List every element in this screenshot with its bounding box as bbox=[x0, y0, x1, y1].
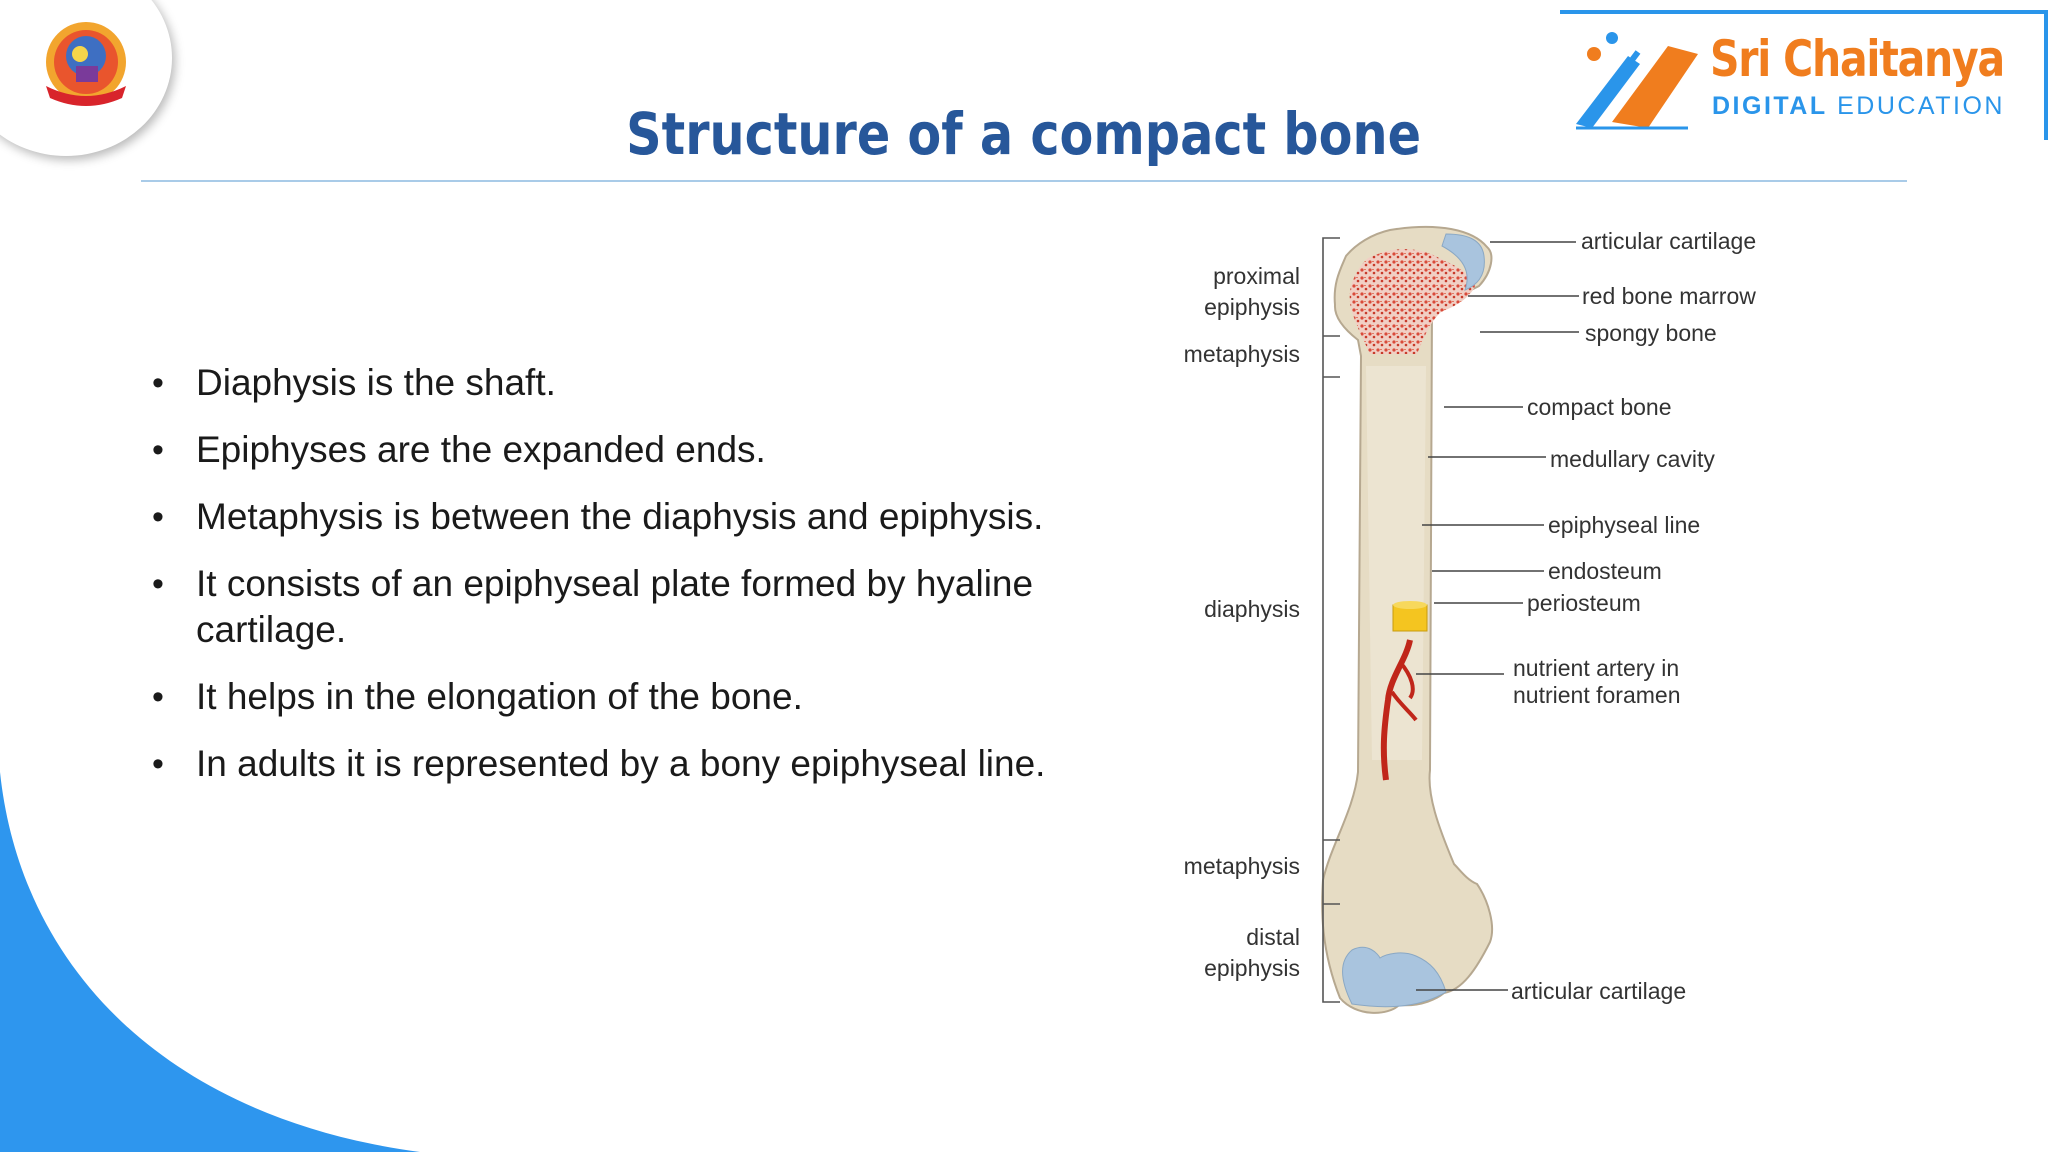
brand-name: Sri Chaitanya bbox=[1710, 30, 2005, 88]
bullet-item: Epiphyses are the expanded ends. bbox=[152, 427, 1052, 473]
label-distal: distal bbox=[1246, 924, 1300, 950]
brand-subtitle: DIGITAL EDUCATION bbox=[1712, 92, 2005, 121]
brand-subtitle-rest: EDUCATION bbox=[1837, 92, 2005, 120]
region-bracket bbox=[1322, 237, 1340, 1003]
periosteum-cutaway-top bbox=[1393, 601, 1427, 609]
label-endosteum: endosteum bbox=[1548, 558, 1662, 584]
nutrient-artery-shape bbox=[1380, 639, 1413, 781]
label-red-bone-marrow: red bone marrow bbox=[1582, 283, 1756, 309]
bullet-item: Metaphysis is between the diaphysis and … bbox=[152, 494, 1052, 540]
label-medullary-cavity: medullary cavity bbox=[1550, 446, 1715, 472]
school-emblem-icon bbox=[46, 22, 126, 106]
brand-subtitle-bold: DIGITAL bbox=[1712, 92, 1828, 120]
leader-lines bbox=[1416, 241, 1579, 991]
label-articular-cartilage-bottom: articular cartilage bbox=[1511, 978, 1686, 1004]
label-metaphysis-top: metaphysis bbox=[1184, 341, 1300, 367]
corner-wave-decoration bbox=[0, 772, 420, 1152]
label-spongy-bone: spongy bone bbox=[1585, 320, 1717, 346]
articular-cartilage-bottom-shape bbox=[1342, 946, 1447, 1008]
nutrient-artery-branch bbox=[1390, 660, 1418, 722]
bullet-item: In adults it is represented by a bony ep… bbox=[152, 741, 1052, 787]
label-proximal: proximal bbox=[1213, 263, 1300, 289]
label-nutrient-foramen: nutrient foramen bbox=[1513, 682, 1680, 708]
brand-frame bbox=[1560, 10, 2048, 140]
label-diaphysis: diaphysis bbox=[1204, 596, 1300, 622]
bullet-list: Diaphysis is the shaft. Epiphyses are th… bbox=[152, 360, 1052, 808]
bullet-item: It helps in the elongation of the bone. bbox=[152, 674, 1052, 720]
bullet-item: It consists of an epiphyseal plate forme… bbox=[152, 561, 1052, 653]
slide-title-text: Structure of a compact bone bbox=[626, 100, 1422, 168]
label-epiphyseal-line: epiphyseal line bbox=[1548, 512, 1700, 538]
spongy-bone-shape bbox=[1349, 249, 1475, 354]
slide-title: Structure of a compact bone bbox=[0, 100, 2048, 168]
label-metaphysis-bottom: metaphysis bbox=[1184, 853, 1300, 879]
long-bone-diagram: proximal epiphysis metaphysis diaphysis … bbox=[1184, 225, 1756, 1014]
label-nutrient-artery: nutrient artery in bbox=[1513, 655, 1679, 681]
medullary-cavity-shape bbox=[1366, 366, 1426, 760]
articular-cartilage-top-shape bbox=[1441, 233, 1485, 291]
periosteum-cutaway-shape bbox=[1392, 604, 1428, 632]
bullet-item: Diaphysis is the shaft. bbox=[152, 360, 1052, 406]
label-distal-epiphysis: epiphysis bbox=[1204, 955, 1300, 981]
label-compact-bone: compact bone bbox=[1527, 394, 1671, 420]
school-logo bbox=[0, 0, 172, 156]
book-logo-icon bbox=[1576, 32, 1698, 130]
label-articular-cartilage-top: articular cartilage bbox=[1581, 228, 1756, 254]
brand-logo: Sri Chaitanya DIGITAL EDUCATION bbox=[1560, 10, 2048, 140]
label-periosteum: periosteum bbox=[1527, 590, 1641, 616]
label-proximal-epiphysis: epiphysis bbox=[1204, 294, 1300, 320]
title-divider bbox=[141, 180, 1907, 182]
